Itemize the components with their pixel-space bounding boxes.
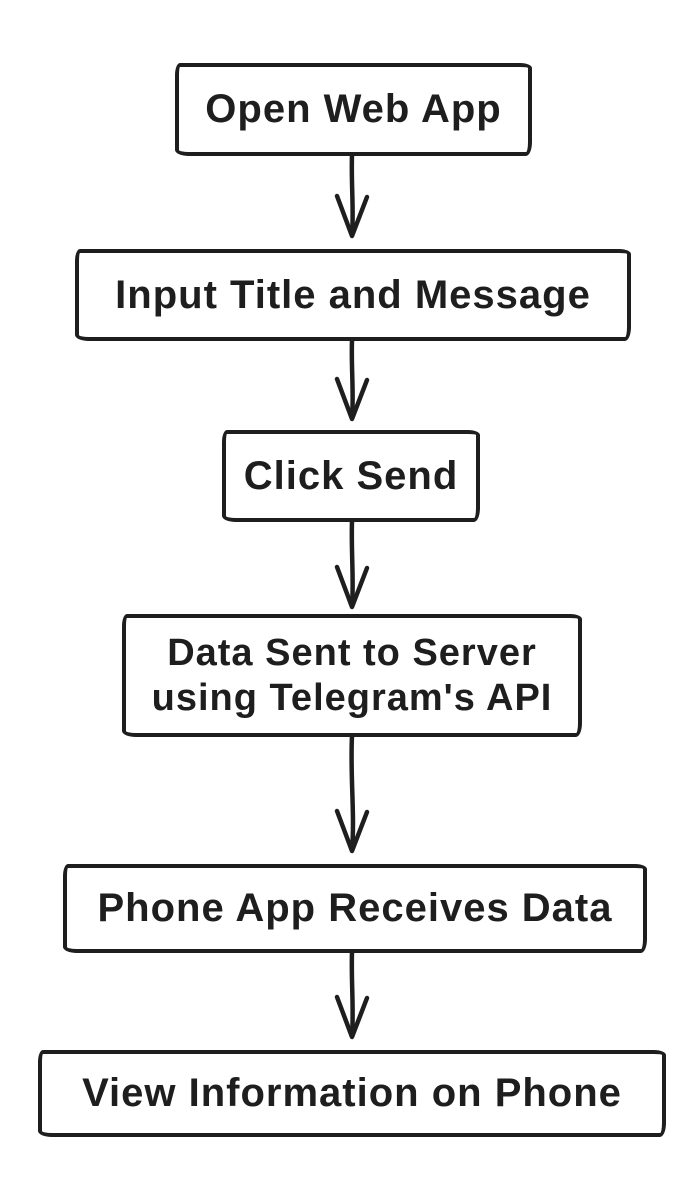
flow-node-open-web-app: Open Web App: [175, 63, 532, 156]
flow-node-label: Data Sent to Server using Telegram's API: [151, 632, 553, 719]
flow-node-view-information-on-phone: View Information on Phone: [38, 1050, 666, 1137]
flow-node-label: View Information on Phone: [82, 1071, 622, 1116]
flow-node-label: Click Send: [243, 453, 459, 498]
arrow-down-icon: [334, 733, 370, 854]
flow-node-input-title-and-message: Input Title and Message: [75, 249, 631, 341]
flow-node-phone-app-receives-data: Phone App Receives Data: [63, 864, 647, 953]
flow-node-label: Open Web App: [205, 87, 502, 132]
arrow-down-icon: [334, 518, 370, 610]
arrow-down-icon: [334, 337, 370, 422]
flow-node-label: Phone App Receives Data: [97, 886, 613, 931]
arrow-down-icon: [334, 152, 370, 239]
flow-node-data-sent-to-server: Data Sent to Server using Telegram's API: [122, 614, 582, 737]
flow-node-label: Input Title and Message: [115, 272, 591, 317]
flow-node-click-send: Click Send: [222, 430, 480, 522]
arrow-down-icon: [334, 949, 370, 1040]
